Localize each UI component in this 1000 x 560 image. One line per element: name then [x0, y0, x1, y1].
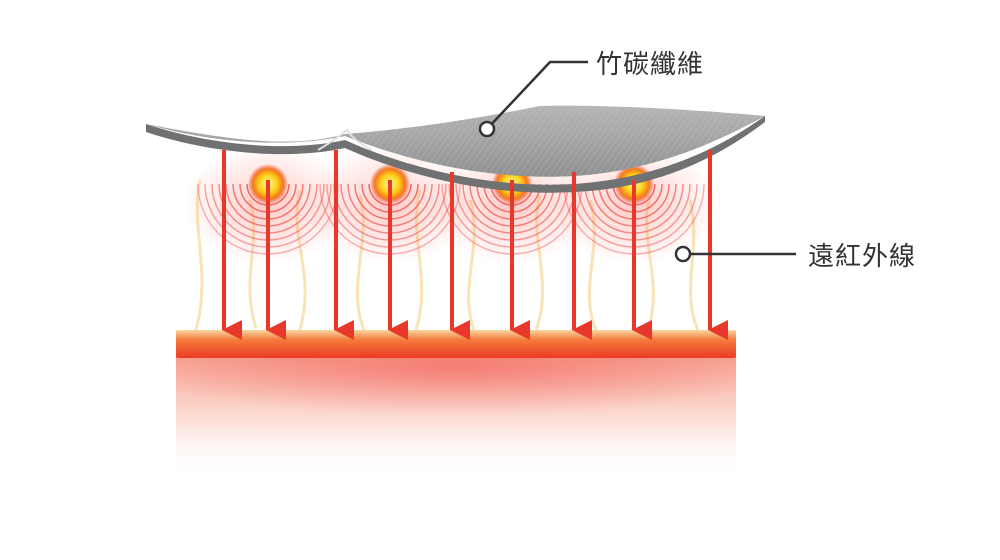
label-far-infrared: 遠紅外線 [808, 242, 917, 272]
skin-layer [176, 330, 736, 476]
skin-surface-band [176, 330, 736, 358]
callout-line-bamboo [486, 60, 588, 130]
callout-far-infrared [674, 245, 796, 263]
label-bamboo-carbon-fiber: 竹碳纖維 [596, 50, 705, 80]
infrared-arrows [222, 150, 728, 340]
bamboo-carbon-fabric [146, 105, 765, 193]
callout-bamboo-carbon [478, 60, 588, 138]
callout-dot-icon [674, 245, 692, 263]
callout-dot-icon [478, 120, 496, 138]
